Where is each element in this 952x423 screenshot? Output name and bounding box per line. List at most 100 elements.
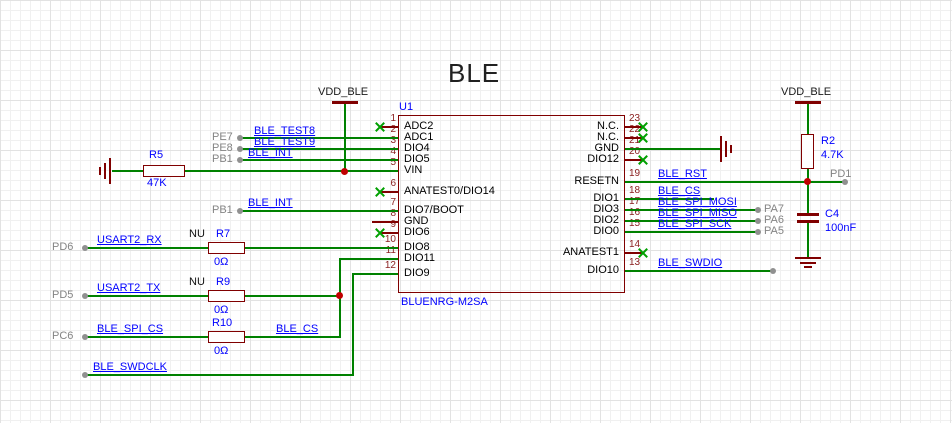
port-pa7[interactable]: PA7: [764, 203, 784, 215]
capacitor-c4-symbol[interactable]: [797, 213, 819, 216]
wire-ble-swdclk[interactable]: [85, 374, 354, 376]
port-pb1-b[interactable]: PB1: [212, 204, 233, 216]
resistor-r9-refdes[interactable]: R9: [216, 276, 231, 288]
capacitor-c4-value[interactable]: 100nF: [825, 222, 857, 234]
port-pe7[interactable]: PE7: [212, 131, 233, 143]
port-pa5[interactable]: PA5: [764, 225, 784, 237]
wire-ble-spi-mosi[interactable]: [625, 209, 758, 211]
gnd-symbol-right[interactable]: [720, 136, 722, 162]
wire-vin[interactable]: [185, 170, 398, 172]
net-label-ble-int-1[interactable]: BLE_INT: [248, 147, 293, 159]
port-pe8[interactable]: PE8: [212, 142, 233, 154]
pin-number-15: 15: [629, 218, 641, 229]
resistor-r2-value[interactable]: 4.7K: [821, 149, 844, 161]
pin-number-7: 7: [390, 197, 396, 208]
wire-ble-rst[interactable]: [625, 181, 845, 183]
net-label-ble-swdio[interactable]: BLE_SWDIO: [658, 257, 723, 269]
net-label-ble-cs-right[interactable]: BLE_CS: [658, 185, 701, 197]
net-label-ble-test9[interactable]: BLE_TEST9: [254, 136, 316, 148]
resistor-r7-refdes[interactable]: R7: [216, 228, 231, 240]
no-connect-icon[interactable]: [637, 132, 649, 144]
wire-usart2-tx-a[interactable]: [85, 295, 208, 297]
port-pd1[interactable]: PD1: [830, 168, 852, 180]
port-dot: [755, 218, 761, 224]
no-connect-icon[interactable]: [374, 227, 386, 239]
net-label-usart2-tx[interactable]: USART2_TX: [97, 282, 161, 294]
port-pa6[interactable]: PA6: [764, 214, 784, 226]
wire-usart2-tx-b[interactable]: [245, 295, 341, 297]
no-connect-icon[interactable]: [637, 247, 649, 259]
resistor-r9-symbol[interactable]: [208, 290, 245, 302]
vdd-symbol-right[interactable]: [795, 101, 821, 104]
wire-c4-to-gnd[interactable]: [807, 222, 809, 257]
port-pc6[interactable]: PC6: [52, 330, 74, 342]
net-label-ble-spi-mosi[interactable]: BLE_SPI_MOSI: [658, 196, 737, 208]
wire-ble-test9[interactable]: [240, 148, 398, 150]
net-label-ble-spi-miso[interactable]: BLE_SPI_MISO: [658, 207, 737, 219]
resistor-r7-fit-note[interactable]: NU: [189, 228, 205, 240]
net-label-ble-int-2[interactable]: BLE_INT: [248, 197, 293, 209]
sheet-title[interactable]: BLE: [448, 58, 501, 88]
net-label-ble-cs-left[interactable]: BLE_CS: [276, 323, 319, 335]
vdd-label-right[interactable]: VDD_BLE: [781, 86, 832, 98]
pin-number-14: 14: [629, 239, 641, 250]
wire-gnd-right[interactable]: [625, 148, 720, 150]
pin-name-vin: VIN: [404, 164, 423, 176]
resistor-r5-value[interactable]: 47K: [147, 177, 167, 189]
wire-usart2-rx-a[interactable]: [85, 247, 208, 249]
gnd-symbol-c4[interactable]: [795, 257, 821, 259]
ic-u1-refdes[interactable]: U1: [399, 101, 414, 113]
pin-name-anatest0: ANATEST0/DIO14: [404, 185, 495, 197]
net-label-ble-spi-sck[interactable]: BLE_SPI_SCK: [658, 218, 732, 230]
wire-ble-swdio[interactable]: [625, 270, 773, 272]
resistor-r7-value[interactable]: 0Ω: [214, 256, 229, 268]
net-label-ble-spi-cs[interactable]: BLE_SPI_CS: [97, 323, 164, 335]
no-connect-icon[interactable]: [374, 186, 386, 198]
resistor-r5-symbol[interactable]: [143, 165, 185, 177]
port-pd6[interactable]: PD6: [52, 241, 74, 253]
wire-ble-cs-left[interactable]: [245, 336, 341, 338]
gnd-symbol-left[interactable]: [109, 158, 111, 184]
resistor-r5-refdes[interactable]: R5: [149, 149, 164, 161]
ic-u1-part-label[interactable]: BLUENRG-M2SA: [401, 296, 488, 308]
vdd-symbol-left[interactable]: [332, 101, 358, 104]
resistor-r10-symbol[interactable]: [208, 331, 245, 343]
resistor-r7-symbol[interactable]: [208, 242, 245, 254]
pin-name-dio8: DIO8: [404, 241, 430, 253]
resistor-r10-refdes[interactable]: R10: [212, 317, 233, 329]
no-connect-icon[interactable]: [637, 154, 649, 166]
port-pd5[interactable]: PD5: [52, 289, 74, 301]
wire-vdd-right-drop[interactable]: [807, 103, 809, 134]
wire-ble-spi-cs[interactable]: [85, 336, 208, 338]
wire-r2-to-rst[interactable]: [807, 168, 809, 213]
wire-vdd-left-drop[interactable]: [344, 103, 346, 171]
resistor-r10-value[interactable]: 0Ω: [214, 345, 229, 357]
net-label-ble-rst[interactable]: BLE_RST: [658, 168, 707, 180]
wire-dio11[interactable]: [339, 258, 398, 260]
resistor-r2-refdes[interactable]: R2: [821, 135, 836, 147]
wire-dio9[interactable]: [352, 273, 398, 275]
net-label-usart2-rx[interactable]: USART2_RX: [97, 234, 162, 246]
capacitor-c4-refdes[interactable]: C4: [825, 208, 840, 220]
wire-ble-spi-miso[interactable]: [625, 220, 758, 222]
vdd-label-left[interactable]: VDD_BLE: [318, 86, 369, 98]
pin-number-3: 3: [390, 135, 396, 146]
wire-ble-int-2[interactable]: [240, 210, 398, 212]
resistor-r9-fit-note[interactable]: NU: [189, 276, 205, 288]
resistor-r9-value[interactable]: 0Ω: [214, 304, 229, 316]
wire-ble-cs-right[interactable]: [625, 198, 714, 200]
wire-vin-gnd-side[interactable]: [112, 170, 143, 172]
resistor-r2-symbol[interactable]: [801, 134, 814, 169]
pin-name-dio2: DIO2: [593, 214, 619, 226]
wire-ble-spi-sck[interactable]: [625, 231, 758, 233]
wire-swdclk-riser[interactable]: [352, 273, 354, 376]
port-pb1-a[interactable]: PB1: [212, 153, 233, 165]
net-label-ble-test8[interactable]: BLE_TEST8: [254, 125, 316, 137]
ic-u1-body[interactable]: [398, 115, 625, 293]
wire-ble-int-1[interactable]: [240, 159, 398, 161]
port-dot: [237, 146, 243, 152]
net-label-ble-swdclk[interactable]: BLE_SWDCLK: [93, 361, 167, 373]
no-connect-icon[interactable]: [374, 121, 386, 133]
wire-ble-test8[interactable]: [240, 137, 398, 139]
wire-usart2-rx-b[interactable]: [245, 247, 398, 249]
